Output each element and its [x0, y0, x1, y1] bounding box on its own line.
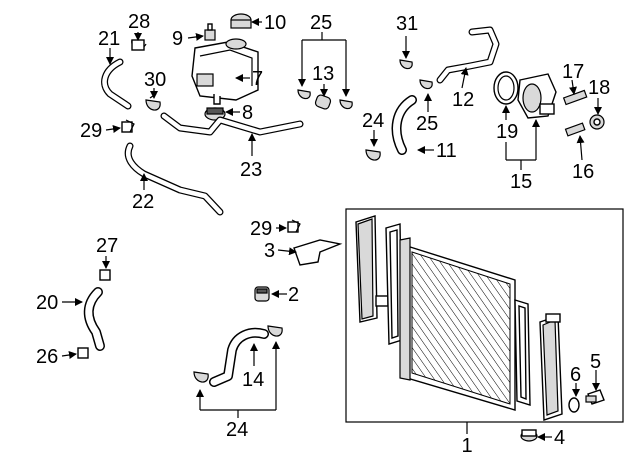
clip-part25-left — [297, 89, 311, 100]
hose-part13 — [314, 94, 332, 110]
callout-31: 31 — [396, 13, 418, 35]
callout-10: 10 — [264, 12, 286, 34]
callout-20: 20 — [36, 292, 58, 314]
callout-1: 1 — [461, 435, 472, 457]
pipe-part12 — [436, 26, 500, 84]
hose-part20 — [83, 287, 105, 351]
clip-part26 — [77, 347, 89, 359]
clip-part24-lower-left — [193, 371, 209, 383]
callout-4: 4 — [554, 427, 565, 449]
grommet-part2 — [254, 286, 270, 302]
callout-16: 16 — [572, 161, 594, 183]
clip-part24-upper — [365, 149, 381, 161]
clip-part25-mid — [419, 79, 433, 90]
hose-part21 — [101, 58, 132, 110]
callout-24-lower: 24 — [226, 419, 248, 441]
callout-15: 15 — [510, 171, 532, 193]
hose-part23 — [160, 112, 304, 136]
clip-part30 — [145, 93, 161, 111]
clip-part27 — [99, 269, 111, 281]
bolt-part9 — [204, 23, 216, 41]
water-outlet-part15 — [517, 73, 557, 119]
callout-29-right: 29 — [250, 218, 272, 240]
drain-cock-part5 — [585, 389, 605, 405]
nut-part18 — [589, 114, 605, 130]
callout-6: 6 — [570, 364, 581, 386]
stud-part17 — [562, 89, 588, 106]
bolt-part16 — [564, 122, 586, 137]
hose-part11 — [391, 95, 417, 155]
clip-part24-lower-right — [267, 325, 283, 337]
callout-25-upper: 25 — [310, 12, 332, 34]
callout-30: 30 — [144, 69, 166, 91]
radiator-frame-box — [345, 208, 624, 423]
callout-9: 9 — [172, 28, 183, 50]
drain-plug-part4 — [520, 429, 538, 442]
callout-14: 14 — [242, 369, 264, 391]
callout-22: 22 — [132, 191, 154, 213]
hose-part22 — [124, 142, 224, 216]
callout-24-upper: 24 — [362, 110, 384, 132]
callout-17: 17 — [562, 61, 584, 83]
leader-lines — [61, 18, 602, 441]
bracket-part3 — [293, 239, 343, 266]
callout-29-left: 29 — [80, 120, 102, 142]
clip-part29-left — [121, 119, 135, 133]
callout-3: 3 — [264, 240, 275, 262]
callout-7: 7 — [252, 68, 263, 90]
callout-28: 28 — [128, 11, 150, 33]
o-ring-part6 — [568, 397, 580, 413]
callout-26: 26 — [36, 346, 58, 368]
callout-23: 23 — [240, 159, 262, 181]
clip-part28 — [131, 39, 147, 51]
coolant-reservoir-part7 — [191, 38, 259, 105]
callout-27: 27 — [96, 235, 118, 257]
clip-part25-right — [339, 99, 353, 110]
clip-part29-right — [287, 219, 301, 233]
cap-part10 — [230, 13, 252, 29]
callout-25-mid: 25 — [416, 113, 438, 135]
callout-5: 5 — [590, 351, 601, 373]
callout-21: 21 — [98, 28, 120, 50]
callout-18: 18 — [588, 77, 610, 99]
callout-11: 11 — [436, 140, 457, 162]
callout-19: 19 — [496, 121, 518, 143]
callout-13: 13 — [312, 63, 334, 85]
callout-8: 8 — [242, 102, 253, 124]
clip-part31 — [399, 59, 413, 70]
radiator-assembly — [345, 208, 624, 423]
callout-2: 2 — [288, 284, 299, 306]
callout-numbers: 1 2 3 4 5 6 7 8 9 10 11 12 13 14 15 16 1… — [36, 11, 610, 457]
callout-12: 12 — [452, 89, 474, 111]
hose-part14 — [209, 327, 269, 387]
